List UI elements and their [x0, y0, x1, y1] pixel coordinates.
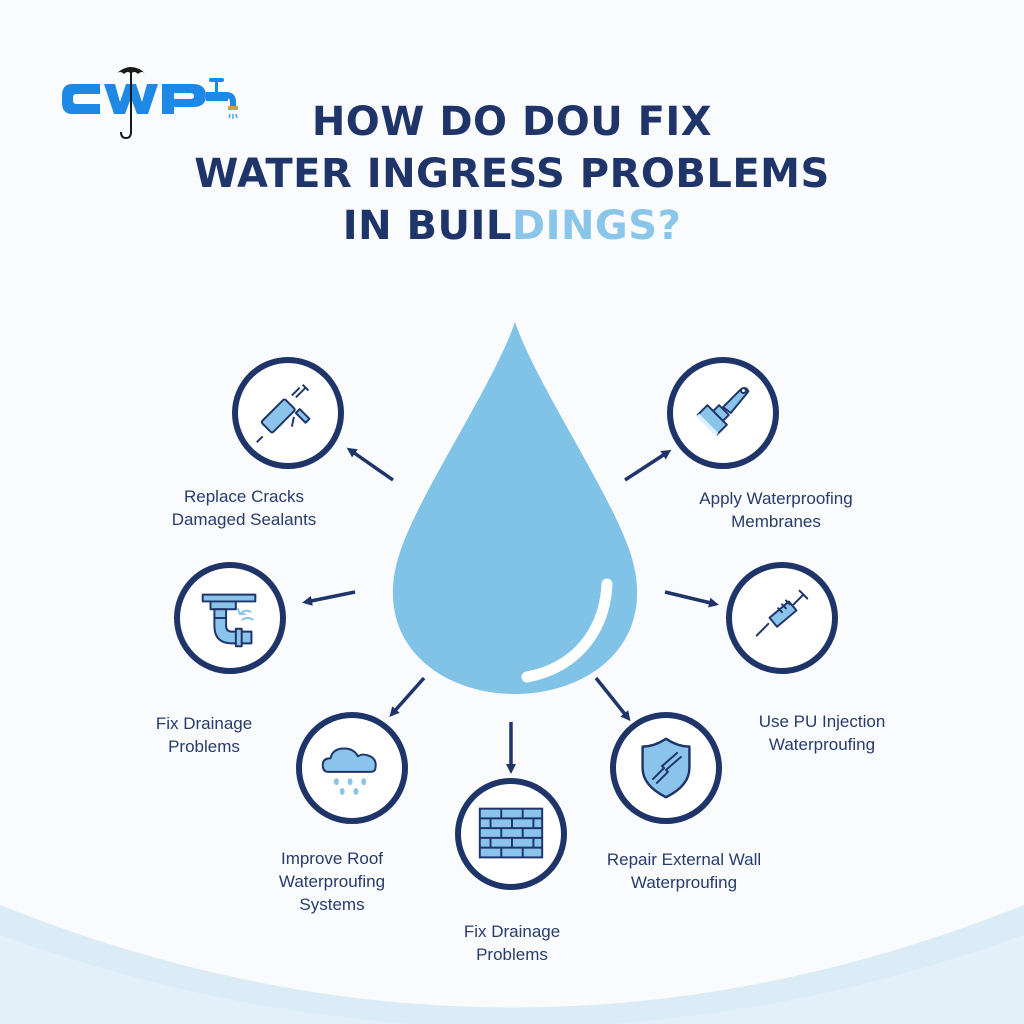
label-line: Waterproufing — [768, 735, 876, 754]
page-title: HOW DO DOU FIX WATER INGRESS PROBLEMS IN… — [0, 96, 1024, 252]
umbrella-icon — [116, 67, 146, 140]
arrow-to-pu-injection — [664, 590, 719, 608]
label-fix-drainage-bottom: Fix Drainage Problems — [402, 920, 622, 966]
label-line: Replace Cracks — [184, 487, 304, 506]
rain-cloud-icon — [321, 747, 377, 795]
node-repair-external-wall[interactable] — [610, 712, 722, 824]
title-line-3-dark: IN BUIL — [342, 203, 512, 249]
cwp-logo — [58, 62, 248, 142]
label-line: Waterproufing — [630, 873, 738, 892]
label-line: Apply Waterproofing — [699, 489, 853, 508]
label-line: Problems — [168, 737, 240, 756]
label-line: Damaged Sealants — [171, 510, 317, 529]
title-line-3-accent: DINGS? — [511, 203, 682, 249]
label-line: Fix Drainage — [155, 714, 253, 733]
title-line-2: WATER INGRESS PROBLEMS — [194, 151, 830, 197]
label-fix-drainage-left: Fix Drainage Problems — [94, 712, 314, 758]
label-line: Problems — [476, 945, 548, 964]
brick-wall-icon — [478, 807, 544, 859]
drain-pipe-icon — [201, 593, 257, 648]
label-pu-injection: Use PU Injection Waterproufing — [712, 710, 932, 756]
label-line: Improve Roof — [280, 849, 384, 868]
title-line-3: IN BUILDINGS? — [0, 200, 1024, 252]
water-tap-icon — [206, 78, 238, 119]
cwp-logo-graphic — [62, 67, 238, 140]
arrow-to-drainage-left — [302, 590, 356, 606]
arrow-to-roof — [389, 676, 426, 717]
caulking-gun-icon — [256, 384, 311, 443]
node-fix-drainage-bottom[interactable] — [455, 778, 567, 890]
label-line: Waterproufing — [278, 872, 386, 891]
arrow-to-sealants — [346, 447, 395, 482]
scraper-trowel-icon — [696, 387, 750, 436]
node-replace-sealants[interactable] — [232, 357, 344, 469]
shield-crack-icon — [641, 737, 691, 799]
label-line: Use PU Injection — [758, 712, 886, 731]
node-pu-injection[interactable] — [726, 562, 838, 674]
label-line: Membranes — [731, 512, 821, 531]
label-line: Fix Drainage — [463, 922, 561, 941]
arrow-to-membranes — [624, 449, 672, 482]
node-apply-membranes[interactable] — [667, 357, 779, 469]
label-improve-roof: Improve Roof Waterproufing Systems — [222, 847, 442, 916]
node-improve-roof[interactable] — [296, 712, 408, 824]
label-repair-external-wall: Repair External Wall Waterproufing — [574, 848, 794, 894]
syringe-icon — [755, 589, 809, 637]
label-line: Repair External Wall — [606, 850, 762, 869]
label-apply-membranes: Apply Waterproofing Membranes — [666, 487, 886, 533]
label-replace-sealants: Replace Cracks Damaged Sealants — [134, 485, 354, 531]
arrow-to-external-wall — [594, 676, 631, 722]
water-drop-icon — [392, 322, 638, 694]
title-line-1: HOW DO DOU FIX — [311, 99, 713, 145]
label-line: Systems — [299, 895, 365, 914]
node-fix-drainage-left[interactable] — [174, 562, 286, 674]
